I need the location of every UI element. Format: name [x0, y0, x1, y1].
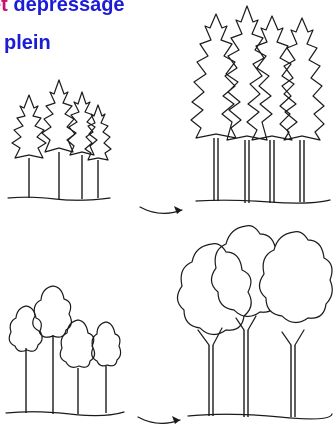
broadleaf-stand-before [6, 286, 124, 416]
broadleaf-tree [60, 320, 94, 414]
growth-arrow [140, 206, 182, 214]
growth-arrow [138, 416, 180, 424]
broadleaf-tree [259, 232, 332, 417]
conifer-tree [12, 95, 46, 198]
conifer-stand-after [191, 6, 330, 203]
broadleaf-stand-after [177, 226, 332, 419]
conifer-tree [67, 92, 97, 199]
broadleaf-tree [9, 306, 42, 413]
conifer-stand-before [8, 80, 111, 200]
broadleaf-tree [92, 322, 121, 413]
conifer-tree [247, 16, 297, 203]
ground-line [196, 200, 330, 203]
broadleaf-tree [33, 286, 72, 414]
conifer-tree [42, 80, 76, 199]
